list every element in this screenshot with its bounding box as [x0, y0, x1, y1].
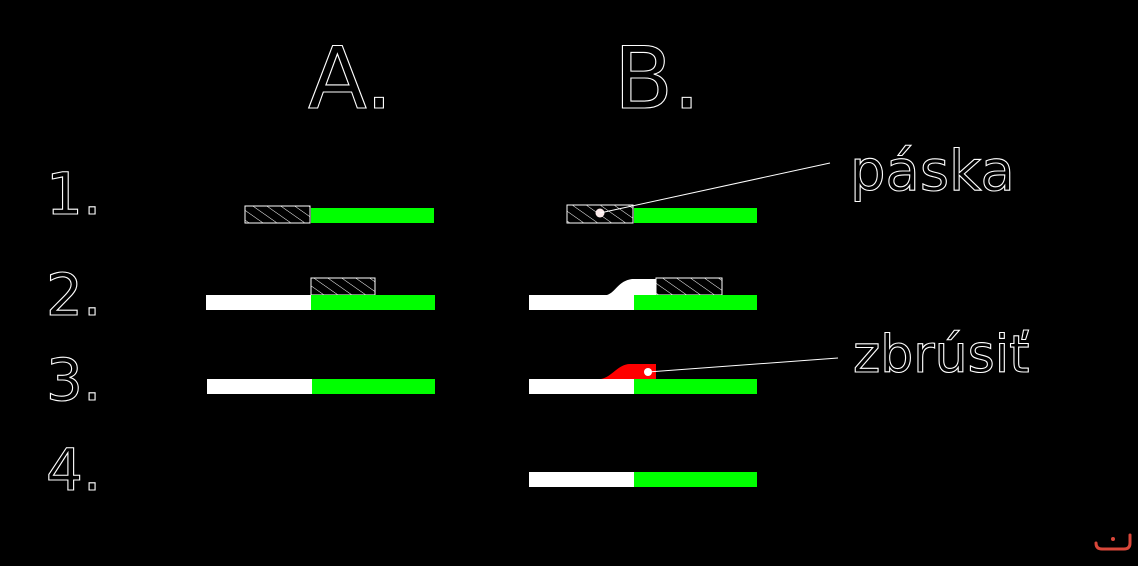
- leader-line: [647, 357, 839, 373]
- leader-line: [599, 162, 831, 214]
- row-label-2: 2.: [46, 261, 101, 329]
- white-strip: [207, 379, 312, 394]
- annotation-grind: zbrúsiť: [853, 325, 1030, 385]
- green-strip: [634, 295, 757, 310]
- step-a2: [206, 277, 435, 310]
- tape-hatched: [655, 277, 723, 296]
- white-strip-bent: [529, 279, 656, 310]
- green-strip: [311, 208, 434, 223]
- tape-hatched: [244, 205, 311, 224]
- tape-hatched: [310, 277, 376, 296]
- white-strip: [206, 295, 311, 310]
- green-strip: [634, 208, 757, 223]
- step-a3: [207, 379, 435, 394]
- white-strip: [529, 472, 634, 487]
- smiley-logo-icon: [1094, 533, 1132, 551]
- step-b2: [529, 277, 757, 310]
- row-label-3: 3.: [46, 346, 101, 414]
- row-label-4: 4.: [46, 436, 101, 504]
- column-header-b: B.: [614, 29, 700, 129]
- step-a1: [244, 205, 434, 224]
- step-b3: [529, 357, 839, 394]
- row-label-1: 1.: [46, 160, 101, 228]
- green-strip: [634, 379, 757, 394]
- white-strip: [529, 379, 634, 394]
- step-b4: [529, 472, 757, 487]
- green-strip: [634, 472, 757, 487]
- annotation-tape: páska: [850, 139, 1015, 204]
- green-strip: [311, 295, 435, 310]
- column-header-a: A.: [308, 29, 393, 129]
- grind-area: [601, 364, 656, 379]
- green-strip: [312, 379, 435, 394]
- step-b1: [566, 162, 831, 224]
